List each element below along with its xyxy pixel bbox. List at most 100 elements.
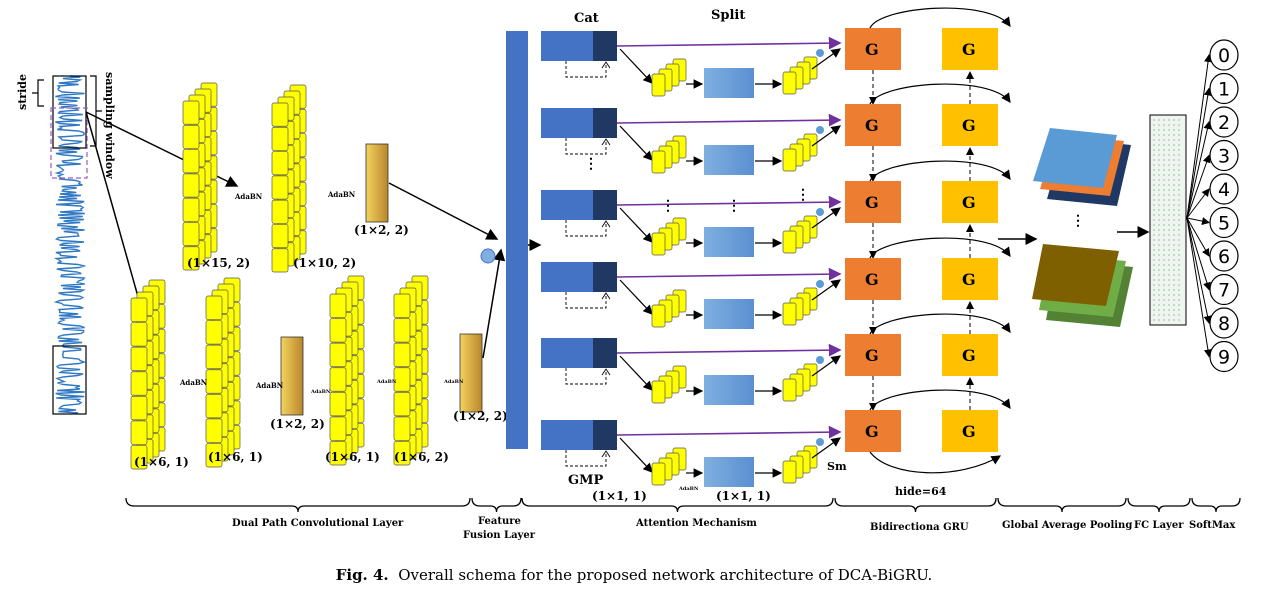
fc-dot [1158, 194, 1160, 196]
adabn-label-2: AdaBN [327, 190, 356, 199]
fc-dot [1158, 179, 1160, 181]
fc-dot [1158, 234, 1160, 236]
kernel-label-top-2: (1×10, 2) [293, 256, 356, 270]
fc-dot [1158, 244, 1160, 246]
fc-dot [1168, 314, 1170, 316]
output-label: 9 [1218, 347, 1230, 369]
caption-text: Overall schema for the proposed network … [398, 566, 933, 584]
gru-cell-forward [845, 181, 901, 223]
output-node [1209, 340, 1239, 373]
gru-cell-backward [942, 181, 998, 223]
fc-dot [1158, 199, 1160, 201]
fc-dot [1178, 124, 1180, 126]
fc-dot [1163, 119, 1165, 121]
fc-dot [1153, 274, 1155, 276]
fc-dot [1178, 184, 1180, 186]
fc-dot [1163, 294, 1165, 296]
gru-cell-label: G [962, 193, 976, 212]
adabn-label-6: AdaBN [376, 379, 397, 385]
softmax-arrow [1186, 54, 1213, 219]
fc-dot [1153, 284, 1155, 286]
bottom-path-arrow [482, 248, 506, 359]
attention-sigmoid-block [704, 227, 754, 257]
output-label: 1 [1218, 79, 1230, 101]
fc-dot [1158, 239, 1160, 241]
fc-dot [1153, 234, 1155, 236]
attention-feature-map [782, 378, 797, 402]
fc-dot [1168, 234, 1170, 236]
section-brace [521, 497, 834, 513]
fc-dot [1173, 269, 1175, 271]
fc-dot [1168, 309, 1170, 311]
feature-map-cell [329, 416, 347, 441]
caption-number: Fig. 4. [335, 566, 389, 584]
stride-brace [32, 79, 44, 107]
cat-block-light [541, 108, 593, 138]
fc-dot [1163, 224, 1165, 226]
attention-arrow [811, 207, 841, 229]
fc-dot [1173, 234, 1175, 236]
fc-dot [1173, 134, 1175, 136]
gru-cell-backward [942, 28, 998, 70]
fc-dot [1153, 269, 1155, 271]
fc-dot [1173, 224, 1175, 226]
fc-dot [1153, 244, 1155, 246]
feature-map-cell [130, 395, 148, 421]
fc-dot [1168, 224, 1170, 226]
dashed-loop [565, 292, 607, 309]
fc-dot [1163, 144, 1165, 146]
fc-dot [1153, 209, 1155, 211]
fc-dot [1158, 144, 1160, 146]
fc-dot [1153, 219, 1155, 221]
fc-dot [1168, 129, 1170, 131]
fc-dot [1173, 174, 1175, 176]
purple-arrow [616, 36, 842, 50]
adabn-label-4: AdaBN [255, 381, 284, 390]
fc-dot [1178, 149, 1180, 151]
fc-dot [1168, 214, 1170, 216]
fc-dot [1163, 304, 1165, 306]
fc-dot [1168, 139, 1170, 141]
fc-dot [1173, 289, 1175, 291]
input-signal [53, 75, 87, 414]
pool-block-bottom-2 [459, 333, 483, 413]
fc-dot [1168, 294, 1170, 296]
feature-fusion-bar [506, 31, 528, 449]
attention-feature-map [782, 460, 797, 484]
fc-dot [1168, 194, 1170, 196]
fc-dot [1168, 164, 1170, 166]
attention-sigmoid-block [704, 299, 754, 329]
fc-dot [1168, 124, 1170, 126]
feature-map-cell [329, 391, 347, 417]
fc-dot [1173, 229, 1175, 231]
section-label-softmax: SoftMax [1189, 520, 1236, 531]
fc-dot [1178, 254, 1180, 256]
fc-dot [1158, 129, 1160, 131]
fc-dot [1173, 129, 1175, 131]
section-braces [125, 497, 1241, 513]
softmax-arrow [1186, 217, 1211, 291]
gru-cell-label: G [962, 422, 976, 441]
fc-dot [1158, 289, 1160, 291]
dashed-loop-head [601, 61, 611, 69]
section-label-gru: Bidirectiona GRU [870, 522, 969, 533]
stride-label: stride [16, 74, 29, 110]
fc-dot [1153, 294, 1155, 296]
cat-block-dark [593, 108, 617, 138]
adabn-label-1: AdaBN [234, 192, 263, 201]
fc-dot [1153, 259, 1155, 261]
adabn-label-5: AdaBN [310, 389, 331, 395]
pool-block-top [365, 143, 389, 223]
attention-multiply-node [816, 208, 824, 216]
feature-map-cell [393, 416, 411, 441]
fc-dot [1173, 219, 1175, 221]
fc-dot [1163, 219, 1165, 221]
dashed-loop [565, 138, 607, 155]
fc-dot [1163, 174, 1165, 176]
attention-feature-map [651, 232, 666, 256]
dashed-loop [565, 220, 607, 237]
fc-dot [1178, 314, 1180, 316]
fc-dot [1153, 164, 1155, 166]
fc-dot [1158, 304, 1160, 306]
fc-dot [1153, 279, 1155, 281]
